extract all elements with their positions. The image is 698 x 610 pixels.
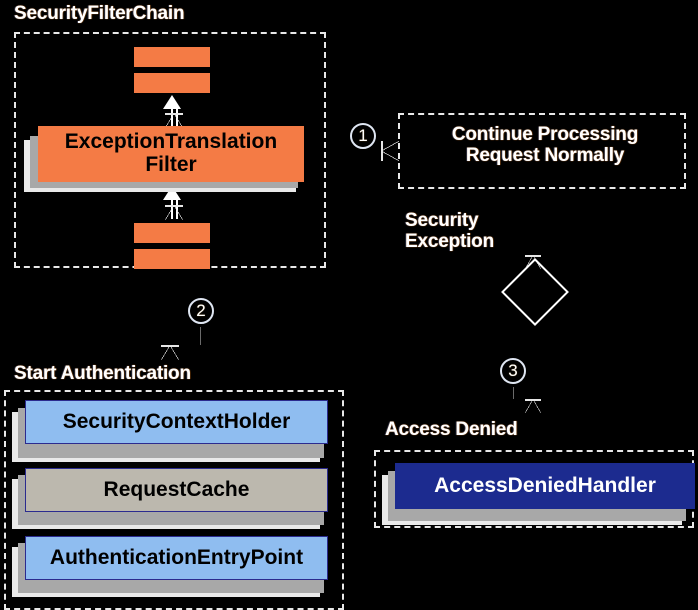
step-badge-1: 1: [350, 123, 376, 149]
continue-processing-label: Continue Processing Request Normally: [420, 124, 670, 167]
step-badge-2: 2: [188, 298, 214, 324]
etf-label-line2: Filter: [145, 153, 197, 176]
security-exception-line1: Security: [405, 210, 479, 231]
access-denied-label: Access Denied: [385, 419, 518, 440]
filter-bar-bottom-1[interactable]: [134, 223, 210, 243]
security-exception-label: Security Exception: [405, 210, 494, 253]
continue-processing-line1: Continue Processing: [451, 124, 639, 145]
etf-label-line1: ExceptionTranslation: [64, 130, 278, 154]
authentication-entry-point-node[interactable]: AuthenticationEntryPoint: [25, 536, 328, 580]
start-authentication-label: Start Authentication: [14, 363, 191, 384]
request-cache-node[interactable]: RequestCache: [25, 468, 328, 512]
security-exception-line2: Exception: [405, 231, 494, 253]
arrow-to-start-authentication: [161, 345, 179, 360]
exception-translation-filter-node[interactable]: ExceptionTranslation Filter: [38, 126, 304, 182]
security-exception-decision-diamond: [501, 258, 569, 326]
connector-step3: [513, 387, 514, 399]
filter-bar-top-1[interactable]: [134, 47, 210, 67]
arrow-into-decision-diamond: [525, 255, 541, 269]
arrow-to-access-denied: [525, 399, 541, 413]
arrow-to-continue-processing: [381, 141, 399, 161]
step-badge-3: 3: [500, 358, 526, 384]
continue-processing-line2: Request Normally: [465, 145, 625, 167]
continue-processing-group: [398, 113, 686, 189]
security-context-holder-node[interactable]: SecurityContextHolder: [25, 400, 328, 444]
access-denied-handler-node[interactable]: AccessDeniedHandler: [395, 463, 695, 509]
security-filter-chain-label: SecurityFilterChain: [14, 3, 185, 24]
connector-step2: [200, 327, 201, 345]
filter-bar-bottom-2[interactable]: [134, 249, 210, 269]
start-authentication-group: [4, 390, 344, 610]
filter-bar-top-2[interactable]: [134, 73, 210, 93]
